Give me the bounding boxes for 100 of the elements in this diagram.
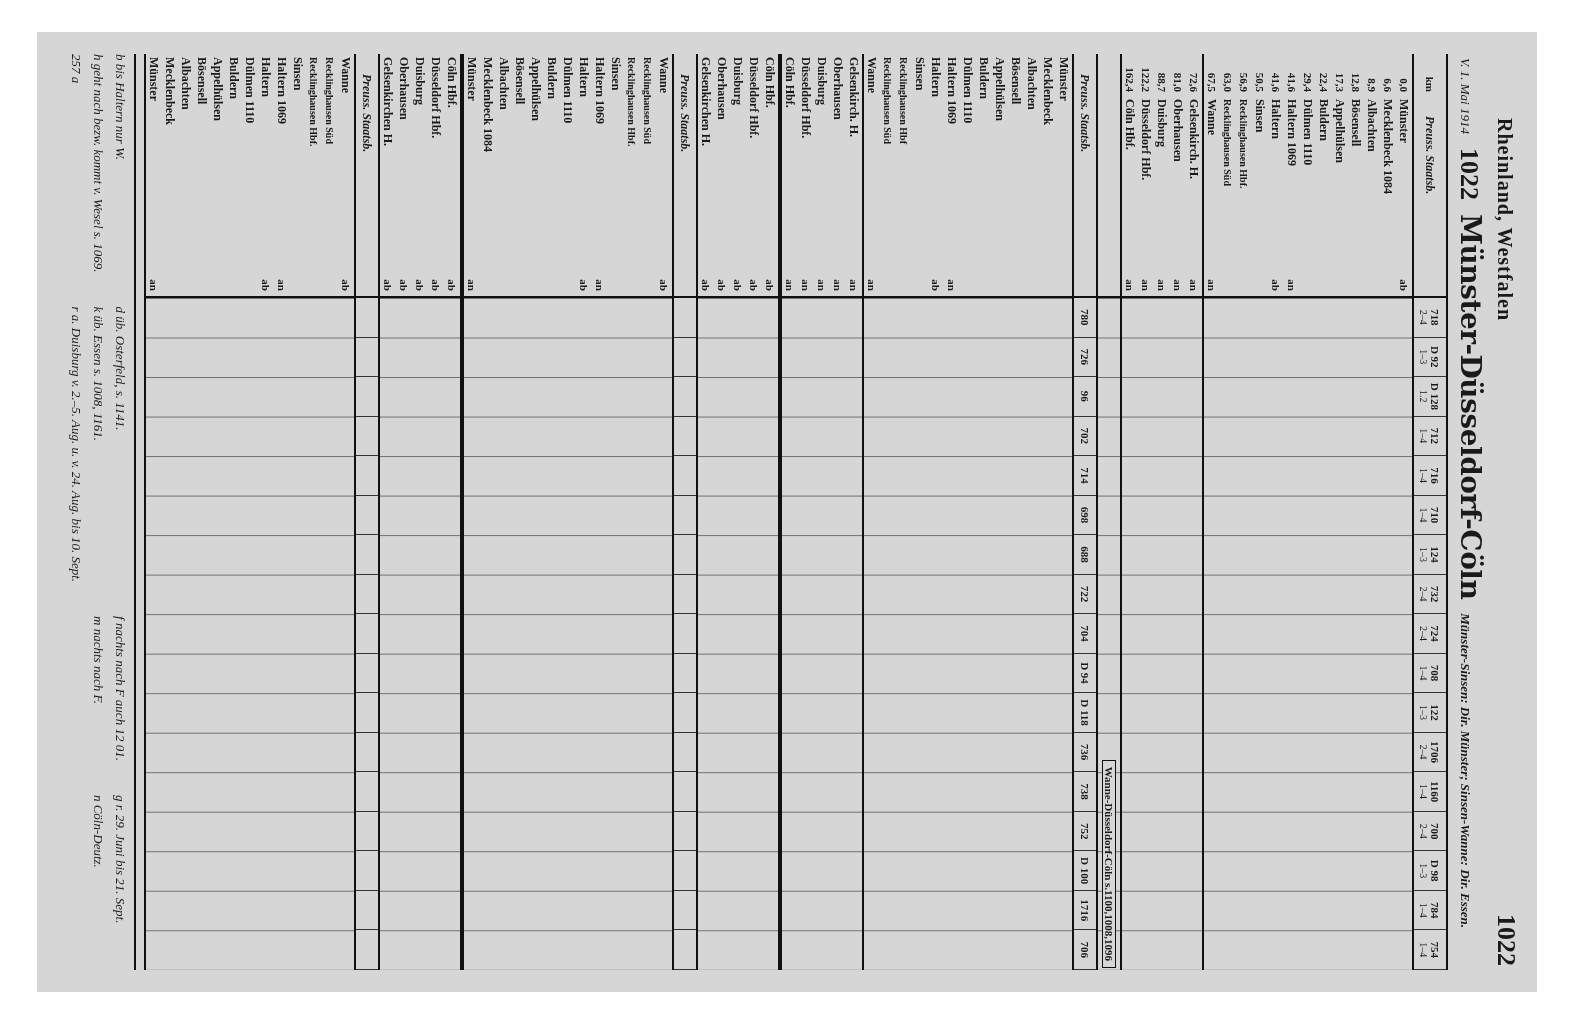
arrival-departure-mark: an xyxy=(800,279,812,291)
footnote: n Cöln-Deutz. xyxy=(90,794,106,870)
station-name: Buldern xyxy=(1316,98,1332,141)
arrival-departure-mark: ab xyxy=(748,279,760,291)
station-name: Wanne xyxy=(656,56,672,93)
arrival-departure-mark: ab xyxy=(430,279,442,291)
station-name: Cöln Hbf. xyxy=(444,56,460,108)
train-number: 714 xyxy=(1079,467,1091,484)
train-number: 712 xyxy=(1429,427,1442,445)
station-name: Haltern xyxy=(1268,98,1284,139)
station-name: Haltern xyxy=(258,56,274,97)
route-title: Münster-Düsseldorf-Cöln xyxy=(1454,213,1487,600)
class-mark: 2–4 xyxy=(1418,823,1430,839)
km-value: 41,6 xyxy=(1286,71,1298,94)
station-name: Recklinghausen Süd xyxy=(324,56,336,144)
railway-heading: Preuss. Staatsb. xyxy=(359,73,375,153)
station-name: Haltern 1069 xyxy=(1284,98,1300,166)
footnote: 257 a xyxy=(68,54,84,86)
station-name: Dülmen 1110 xyxy=(960,56,976,124)
arrival-departure-mark: an xyxy=(946,279,958,291)
km-value: 67,5 xyxy=(1206,71,1218,94)
class-mark: 1–4 xyxy=(1418,784,1430,800)
station-name: Duisburg xyxy=(814,56,830,106)
station-name: Haltern 1069 xyxy=(274,56,290,124)
station-name: Appelhülsen xyxy=(1332,98,1348,164)
arrival-departure-mark: an xyxy=(866,279,878,291)
station-name: Appelhülsen xyxy=(528,56,544,122)
train-number: 688 xyxy=(1079,546,1091,563)
station-name: Buldern xyxy=(976,56,992,99)
station-name: Haltern xyxy=(576,56,592,97)
class-mark: 1–3 xyxy=(1418,863,1430,879)
footnote: g r. 29. Juni bis 21. Sept. xyxy=(112,794,128,924)
train-number: 738 xyxy=(1079,783,1091,800)
train-number: 736 xyxy=(1079,743,1091,761)
station-name: Münster xyxy=(1396,98,1412,143)
train-number: 732 xyxy=(1429,585,1442,603)
railway-heading: Preuss. Staatsb. xyxy=(1077,73,1093,153)
train-number: 698 xyxy=(1079,506,1091,524)
km-value: 81,0 xyxy=(1172,71,1184,94)
train-number: 122 xyxy=(1429,704,1442,721)
class-mark: 2–4 xyxy=(1418,744,1430,760)
km-value: 63,0 xyxy=(1222,71,1234,94)
station-name: Münster xyxy=(1056,56,1072,101)
station-name: Duisburg xyxy=(412,56,428,106)
station-name: Düsseldorf Hbf. xyxy=(746,56,762,139)
arrival-departure-mark: an xyxy=(1206,279,1218,291)
train-number: 96 xyxy=(1079,390,1091,402)
arrival-departure-mark: ab xyxy=(578,279,590,291)
train-number: 124 xyxy=(1429,546,1442,563)
train-number: 754 xyxy=(1429,941,1442,958)
station-name: Cöln Hbf. xyxy=(762,56,778,108)
class-mark: 1.2 xyxy=(1418,390,1430,403)
arrival-departure-mark: an xyxy=(832,279,844,291)
arrival-departure-mark: an xyxy=(1140,279,1152,291)
train-number: 1716 xyxy=(1079,899,1091,922)
class-mark: 1–3 xyxy=(1418,546,1430,562)
station-name: Mecklenbeck xyxy=(1040,56,1056,125)
station-name: Gelsenkirch. H. xyxy=(1186,98,1202,180)
station-name: Appelhülsen xyxy=(210,56,226,122)
km-value: 41,6 xyxy=(1270,71,1282,94)
station-name: Düsseldorf Hbf. xyxy=(1138,98,1154,181)
km-value: 88,7 xyxy=(1156,71,1168,94)
train-number: D 100 xyxy=(1079,857,1091,885)
arrival-departure-mark: ab xyxy=(716,279,728,291)
arrival-departure-mark: an xyxy=(784,279,796,291)
km-value: 12,8 xyxy=(1350,71,1362,94)
station-name: Recklinghausen Hbf. xyxy=(308,56,320,147)
station-name: Haltern 1069 xyxy=(592,56,608,124)
footnote: h geht nach bezw. kommt v. Wesel s. 1069. xyxy=(90,54,106,273)
arrival-departure-mark: an xyxy=(1188,279,1200,291)
arrival-departure-mark: ab xyxy=(700,279,712,291)
station-name: Wanne xyxy=(864,56,880,93)
station-name: Wanne xyxy=(1204,98,1220,135)
arrival-departure-mark: ab xyxy=(340,279,352,291)
class-mark: 2–4 xyxy=(1418,309,1430,325)
arrival-departure-mark: ab xyxy=(1270,279,1282,291)
station-name: Recklinghausen Hbf xyxy=(898,56,910,144)
class-mark: 2–4 xyxy=(1418,586,1430,602)
station-name: Sinsen xyxy=(912,56,928,91)
arrival-departure-mark: ab xyxy=(382,279,394,291)
train-number: 716 xyxy=(1429,467,1442,484)
train-number: 1160 xyxy=(1429,780,1442,803)
train-number: D 118 xyxy=(1079,699,1091,726)
class-mark: 1–3 xyxy=(1418,705,1430,721)
station-name: Buldern xyxy=(226,56,242,99)
region-heading: Rheinland, Westfalen xyxy=(1493,118,1516,321)
km-value: 56,9 xyxy=(1238,71,1250,94)
class-mark: 1–3 xyxy=(1418,349,1430,365)
station-name: Dülmen 1110 xyxy=(242,56,258,124)
arrival-departure-mark: ab xyxy=(260,279,272,291)
station-name: Oberhausen xyxy=(396,56,412,120)
train-number: 722 xyxy=(1079,585,1091,603)
train-number: 700 xyxy=(1429,822,1442,840)
station-name: Sinsen xyxy=(1252,98,1268,133)
train-number: D 94 xyxy=(1079,662,1091,684)
station-name: Bösensell xyxy=(512,56,528,105)
station-name: Buldern xyxy=(544,56,560,99)
km-value: 8,9 xyxy=(1366,77,1378,94)
station-name: Cöln Hbf. xyxy=(1122,98,1138,150)
station-name: Sinsen xyxy=(608,56,624,91)
